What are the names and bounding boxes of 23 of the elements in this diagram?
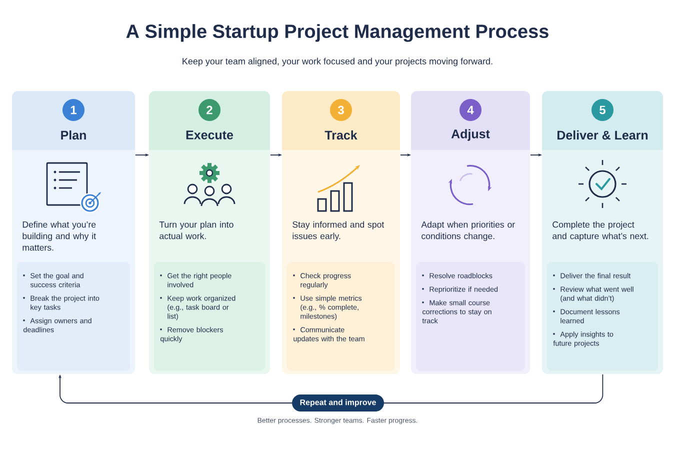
- number-badge: 4: [460, 99, 482, 121]
- subtitle: Keep your team aligned, your work focused and your projects moving forward.: [182, 58, 492, 66]
- bullet-panel: [416, 262, 525, 371]
- number-badge: 2: [198, 99, 220, 121]
- bullet-panel: [17, 262, 130, 371]
- step-description: Adapt when priorities or conditions change.: [421, 221, 515, 241]
- step-description: Complete the project and capture what’s next.: [552, 221, 648, 241]
- step-title: Track: [324, 130, 358, 140]
- step-title: Plan: [61, 130, 86, 140]
- bullet-panel: [547, 262, 658, 371]
- step-description: Turn your plan into actual work.: [159, 221, 234, 240]
- number-badge: 1: [62, 99, 84, 121]
- bullet-panel: [287, 262, 395, 371]
- number-badge: 5: [592, 99, 614, 121]
- number-badge: 3: [330, 99, 352, 121]
- step-title: Deliver & Learn: [557, 130, 648, 140]
- step-title: Execute: [186, 130, 234, 140]
- edge-label: Repeat and improve: [292, 394, 384, 412]
- step-description: Define what you’re building and why it matters.: [22, 221, 96, 251]
- bullet-panel: [154, 262, 265, 371]
- step-title: Adjust: [451, 129, 490, 141]
- step-description: Stay informed and spot issues early.: [292, 221, 384, 241]
- page-title: A Simple Startup Project Management Process: [126, 24, 548, 42]
